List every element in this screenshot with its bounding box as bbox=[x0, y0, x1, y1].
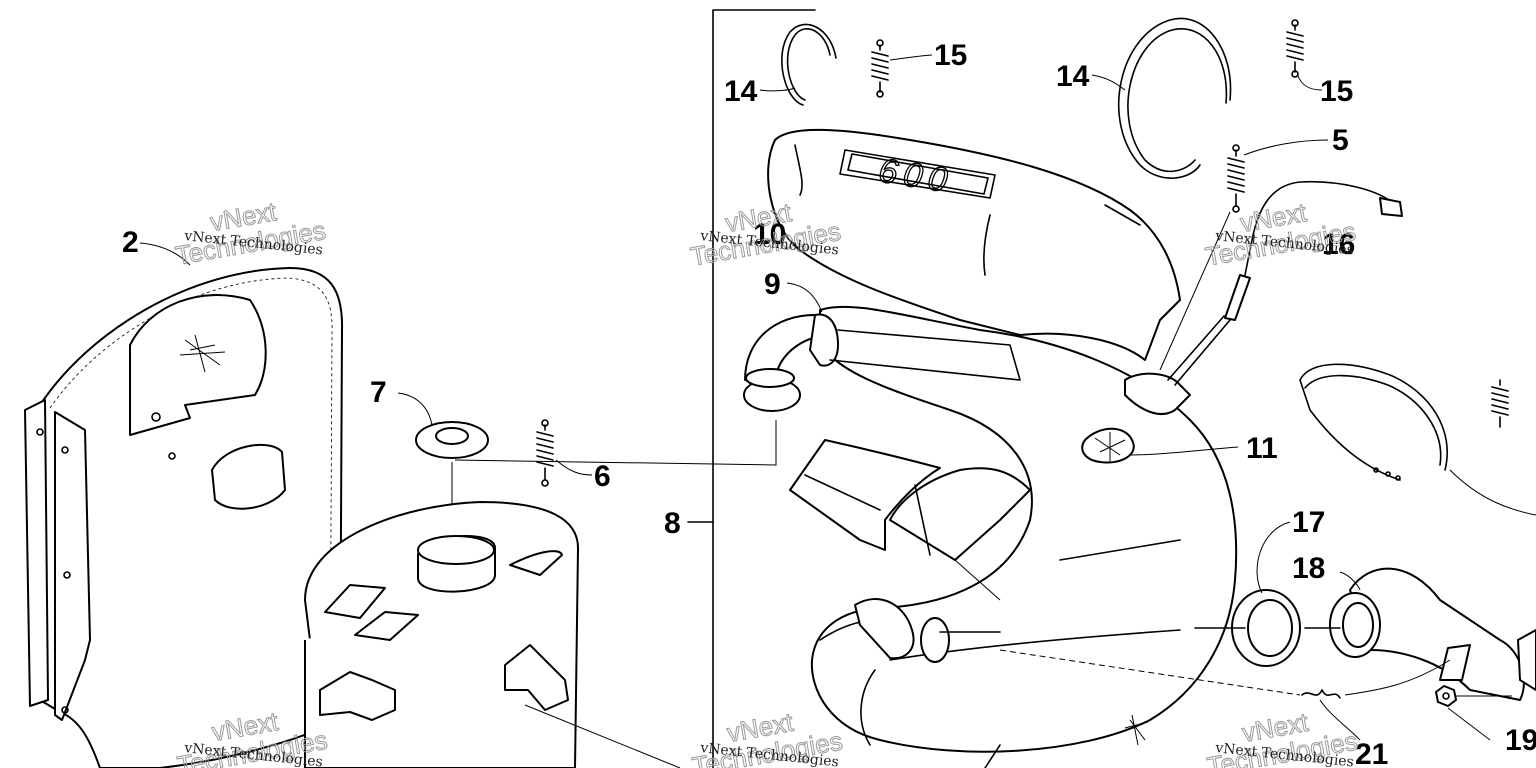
callout-6: 6 bbox=[594, 460, 611, 493]
callout-21: 21 bbox=[1355, 738, 1388, 768]
callout-9: 9 bbox=[764, 268, 781, 301]
part-18-flange bbox=[1304, 567, 1536, 701]
part-clamp-right bbox=[1299, 363, 1448, 481]
part-21-spring bbox=[999, 649, 1451, 741]
callout-7: 7 bbox=[370, 376, 387, 409]
callout-2: 2 bbox=[122, 226, 139, 259]
part-17-gasket bbox=[1194, 521, 1301, 667]
exhaust-pipe-assembly bbox=[767, 128, 1239, 768]
part-19-nut bbox=[1435, 685, 1512, 741]
part-6-spring bbox=[536, 419, 593, 487]
part-14-clamp-small bbox=[759, 23, 837, 106]
muffler-base bbox=[304, 420, 777, 768]
callout-10: 10 bbox=[753, 218, 786, 251]
callout-18: 18 bbox=[1292, 552, 1325, 585]
part-7-grommet bbox=[397, 392, 489, 540]
callout-5: 5 bbox=[1332, 124, 1349, 157]
part-2-heat-shield bbox=[24, 242, 344, 768]
callout-14a: 14 bbox=[724, 75, 758, 108]
part-15-spring-top bbox=[871, 39, 933, 98]
part-16-sensor bbox=[1167, 180, 1403, 386]
emboss-600-plate bbox=[839, 149, 996, 199]
callout-16: 16 bbox=[1322, 228, 1355, 261]
callout-19: 19 bbox=[1505, 724, 1536, 757]
callout-15a: 15 bbox=[934, 39, 967, 72]
part-9-elbow bbox=[743, 282, 1021, 412]
callout-14b: 14 bbox=[1056, 60, 1090, 93]
part-5-spring bbox=[1159, 139, 1329, 371]
callout-8: 8 bbox=[664, 507, 681, 540]
callout-11: 11 bbox=[1246, 432, 1278, 465]
part-spring-far-right bbox=[1449, 379, 1536, 516]
group-8-bracket bbox=[687, 9, 816, 768]
callout-17: 17 bbox=[1292, 506, 1325, 539]
part-15-spring-right bbox=[1286, 19, 1323, 91]
callout-labels: 2 7 6 8 9 10 14 15 14 15 5 16 11 17 18 1… bbox=[122, 39, 1536, 768]
callout-15b: 15 bbox=[1320, 75, 1353, 108]
part-14-clamp-large bbox=[1091, 17, 1232, 179]
